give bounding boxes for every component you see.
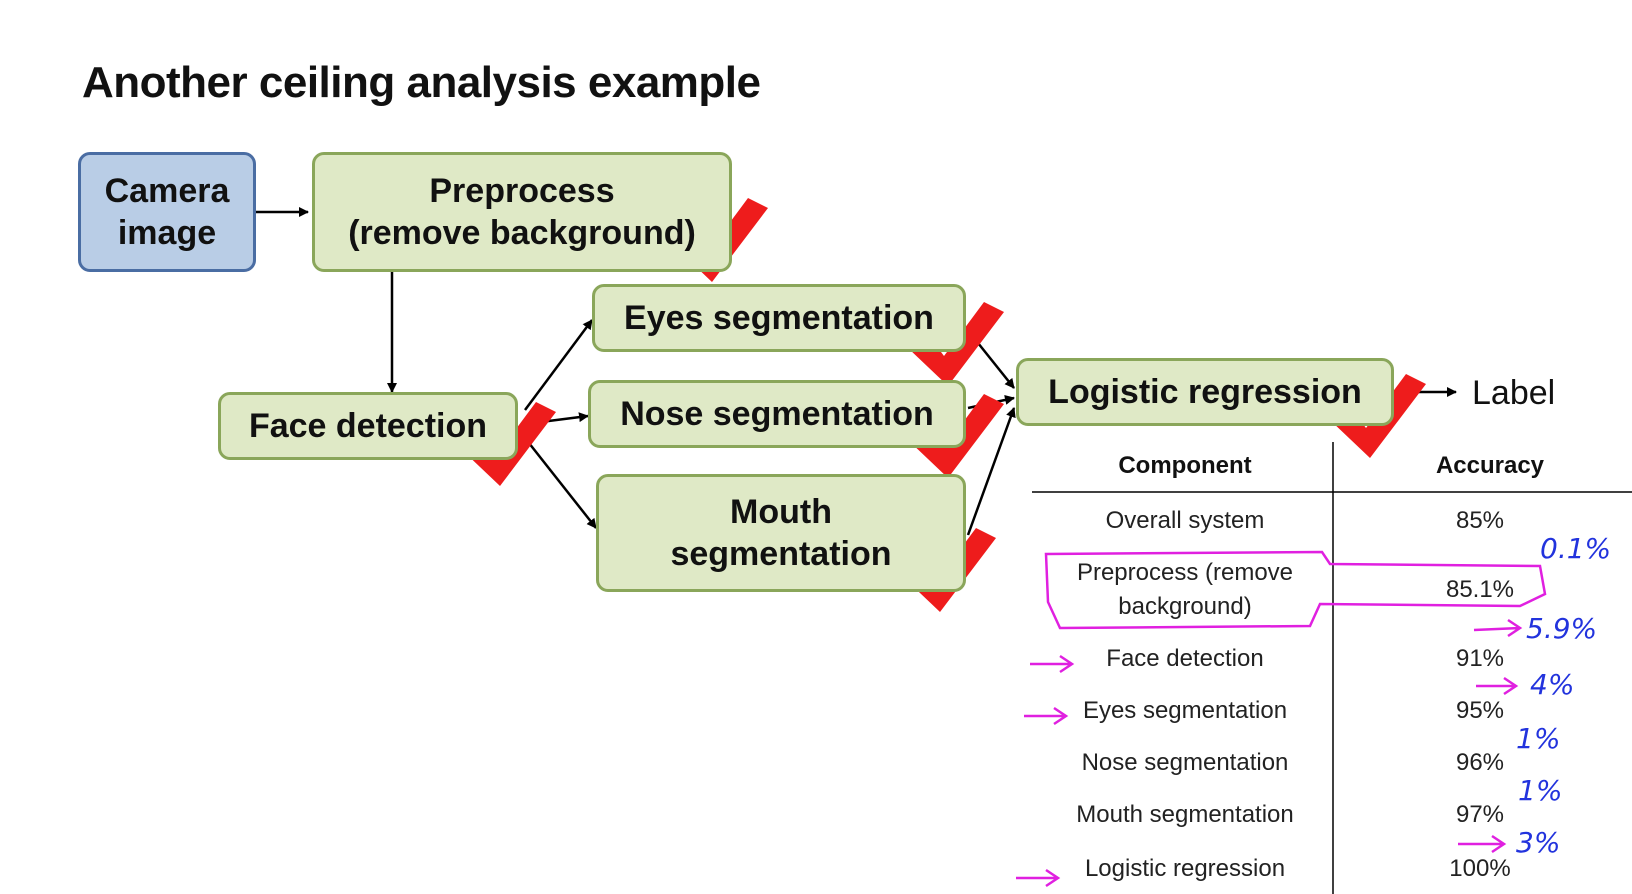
table-row-component: Overall system [1105,507,1265,534]
logistic-regression-box: Logistic regression [1016,358,1394,426]
pink-arrow-3 [1476,676,1519,696]
table-header-accuracy: Accuracy [1435,452,1545,479]
handwritten-gain-logistic: 3% [1516,826,1561,859]
face-detection-box: Face detection [218,392,518,460]
camera-image-box: Camera image [78,152,256,272]
mouth-segmentation-label: Mouth segmentation [670,493,892,573]
slide-title: Another ceiling analysis example [82,58,761,107]
table-row-component: Face detection [1106,645,1264,672]
handwritten-gain-nose: 1% [1516,722,1561,755]
highlight-loop [1044,550,1547,630]
table-row-component: Mouth segmentation [1076,801,1294,828]
pink-arrow-6 [1016,868,1061,888]
table-row-accuracy: 96% [1455,749,1505,776]
pink-arrow-5 [1458,834,1507,854]
handwritten-gain-mouth: 1% [1518,774,1563,807]
output-label: Label [1472,374,1556,412]
arrow-face-mouth [524,437,597,529]
table-row-component: Eyes segmentation [1082,697,1288,724]
table-header-component: Component [1118,452,1252,479]
eyes-segmentation-box: Eyes segmentation [592,284,966,352]
arrow-mouth-logistic [966,407,1016,536]
table-row-component: Logistic regression [1084,855,1286,882]
arrow-eyes-logistic [973,337,1015,389]
table-row-accuracy: 95% [1455,697,1505,724]
table-row-accuracy: 85% [1455,507,1505,534]
arrow-face-eyes [523,319,594,411]
table-row-accuracy: 91% [1455,645,1505,672]
table-row-accuracy: 97% [1455,801,1505,828]
table-row-component: Nose segmentation [1081,749,1289,776]
pink-arrow-1 [1473,618,1523,638]
camera-image-label: Camera image [104,172,230,252]
table-row-accuracy: 100% [1449,855,1511,882]
pink-arrow-2 [1030,654,1075,674]
table-row-accuracy: 85.1% [1445,576,1515,603]
preprocess-label: Preprocess (remove background) [348,172,696,252]
nose-segmentation-label: Nose segmentation [620,395,934,433]
face-detection-label: Face detection [248,407,488,445]
nose-segmentation-box: Nose segmentation [588,380,966,448]
handwritten-gain-preprocess: 0.1% [1540,532,1612,565]
preprocess-box: Preprocess (remove background) [312,152,732,272]
eyes-segmentation-label: Eyes segmentation [624,299,934,337]
mouth-segmentation-box: Mouth segmentation [596,474,966,592]
pink-arrow-4 [1024,706,1069,726]
table-row-component: Preprocess (remove background) [1076,559,1294,620]
logistic-regression-label: Logistic regression [1048,373,1362,411]
handwritten-gain-eyes: 4% [1530,668,1575,701]
handwritten-gain-face: 5.9% [1526,612,1598,645]
